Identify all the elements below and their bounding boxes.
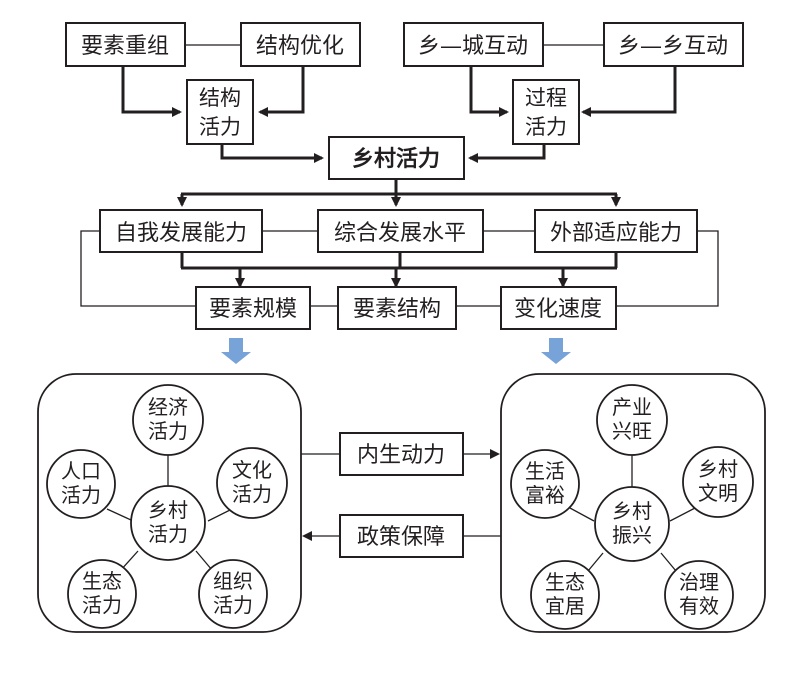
node-line1: 乡村: [698, 457, 738, 481]
endogenous-power-box[interactable]: [339, 432, 464, 476]
rural-rural-interaction-box[interactable]: [603, 22, 744, 67]
element-scale-box[interactable]: [195, 286, 311, 330]
structure-vitality-line2: 活力: [199, 115, 241, 139]
rural-vitality-hub[interactable]: [130, 485, 206, 561]
ecological-livability-node[interactable]: [530, 560, 600, 630]
hub-line2: 振兴: [612, 523, 652, 547]
rural-revitalization-panel: 乡村 振兴 产业 兴旺 乡村 文明 治理 有效 生态 宜居 生活 富裕: [500, 373, 766, 633]
element-structure-label: 要素结构: [353, 297, 441, 322]
structure-optimization-box[interactable]: [240, 22, 361, 67]
node-line1: 经济: [148, 395, 188, 419]
node-line1: 生态: [545, 570, 585, 594]
organizational-vitality-node[interactable]: [198, 559, 268, 629]
ecological-vitality-node[interactable]: [67, 559, 137, 629]
rural-revitalization-hub[interactable]: [594, 486, 670, 562]
process-vitality-line2: 活力: [525, 115, 567, 139]
dimensions-row2: 要素规模 要素结构 变化速度: [195, 286, 617, 330]
spoke: [106, 508, 132, 521]
element-scale-label: 要素规模: [209, 297, 297, 322]
rural-rural-interaction-label: 乡—乡互动: [618, 34, 728, 59]
spoke: [195, 550, 213, 571]
spoke: [660, 552, 677, 572]
down-arrow-right-icon: [541, 338, 571, 364]
structure-group: 要素重组 结构优化 结构 活力: [65, 22, 361, 163]
arrow-to-structure-vitality-left: [121, 66, 182, 117]
node-line2: 活力: [213, 593, 253, 617]
element-reorganization-box[interactable]: [65, 22, 186, 67]
node-line2: 富裕: [525, 483, 565, 507]
structure-vitality-line1: 结构: [199, 86, 241, 110]
node-line2: 活力: [61, 483, 101, 507]
node-line2: 兴旺: [612, 419, 652, 443]
overall-development-level-box[interactable]: [317, 209, 484, 253]
process-vitality-line1: 过程: [525, 86, 567, 110]
policy-support-label: 政策保障: [357, 525, 445, 550]
arrow-to-process-vitality-right: [581, 66, 677, 117]
rural-urban-interaction-box[interactable]: [403, 22, 544, 67]
endogenous-power-label: 内生动力: [357, 443, 445, 468]
node-line1: 治理: [679, 570, 719, 594]
element-reorganization-label: 要素重组: [81, 34, 169, 59]
rural-civility-node[interactable]: [682, 446, 754, 518]
economic-vitality-node[interactable]: [132, 384, 204, 456]
hub-line2: 活力: [148, 522, 188, 546]
element-structure-box[interactable]: [337, 286, 457, 330]
spoke: [587, 552, 604, 572]
node-line2: 活力: [232, 482, 272, 506]
rural-vitality-panel: 乡村 活力 经济 活力 文化 活力 组织 活力 生态 活力 人口 活力: [37, 373, 302, 633]
structure-optimization-label: 结构优化: [256, 34, 344, 59]
rural-vitality-box[interactable]: [328, 136, 465, 180]
node-line2: 文明: [698, 481, 738, 505]
prosperous-life-node[interactable]: [510, 449, 580, 519]
process-vitality-box[interactable]: [512, 79, 580, 145]
node-line2: 活力: [148, 419, 188, 443]
external-adaptation-capacity-box[interactable]: [534, 209, 698, 253]
node-line1: 生活: [525, 459, 565, 483]
arrow-to-structure-vitality-right: [258, 66, 305, 117]
cultural-vitality-node[interactable]: [216, 447, 288, 519]
policy-support-box[interactable]: [339, 514, 464, 558]
panel-links: 内生动力 政策保障: [301, 432, 501, 558]
convergence-arrows: [180, 252, 618, 288]
hub-line1: 乡村: [612, 499, 652, 523]
spoke: [669, 507, 696, 522]
node-line2: 有效: [679, 594, 719, 618]
rural-vitality-title: 乡村活力: [352, 146, 440, 172]
node-line1: 组织: [213, 569, 253, 593]
effective-governance-node[interactable]: [664, 560, 734, 630]
node-line1: 人口: [61, 459, 101, 483]
node-line1: 生态: [82, 569, 122, 593]
spokes: [569, 455, 696, 572]
rural-urban-interaction-label: 乡—城互动: [418, 34, 528, 59]
arrow-structure-to-center: [220, 144, 324, 163]
hub-line1: 乡村: [148, 498, 188, 522]
node-line2: 活力: [82, 593, 122, 617]
thriving-industry-node[interactable]: [596, 384, 668, 456]
population-vitality-node[interactable]: [46, 449, 116, 519]
spoke: [569, 507, 595, 522]
structure-vitality-box[interactable]: [186, 79, 254, 145]
left-bracket-line: [80, 230, 196, 307]
self-development-capacity-label: 自我发展能力: [115, 221, 247, 246]
change-speed-box[interactable]: [500, 286, 617, 330]
external-adaptation-capacity-label: 外部适应能力: [550, 221, 682, 246]
arrow-process-to-center: [468, 144, 546, 163]
right-bracket-line: [616, 230, 719, 307]
distribution-arrows: [177, 179, 621, 207]
process-group: 乡—城互动 乡—乡互动 过程 活力: [403, 22, 744, 163]
node-line1: 产业: [612, 395, 652, 419]
arrow-to-process-vitality-left: [469, 66, 509, 117]
dimensions-row1: 自我发展能力 综合发展水平 外部适应能力: [99, 209, 698, 253]
node-line2: 宜居: [545, 594, 585, 618]
down-arrow-left-icon: [221, 338, 251, 364]
change-speed-label: 变化速度: [514, 297, 602, 322]
overall-development-level-label: 综合发展水平: [334, 221, 466, 246]
node-line1: 文化: [232, 458, 272, 482]
